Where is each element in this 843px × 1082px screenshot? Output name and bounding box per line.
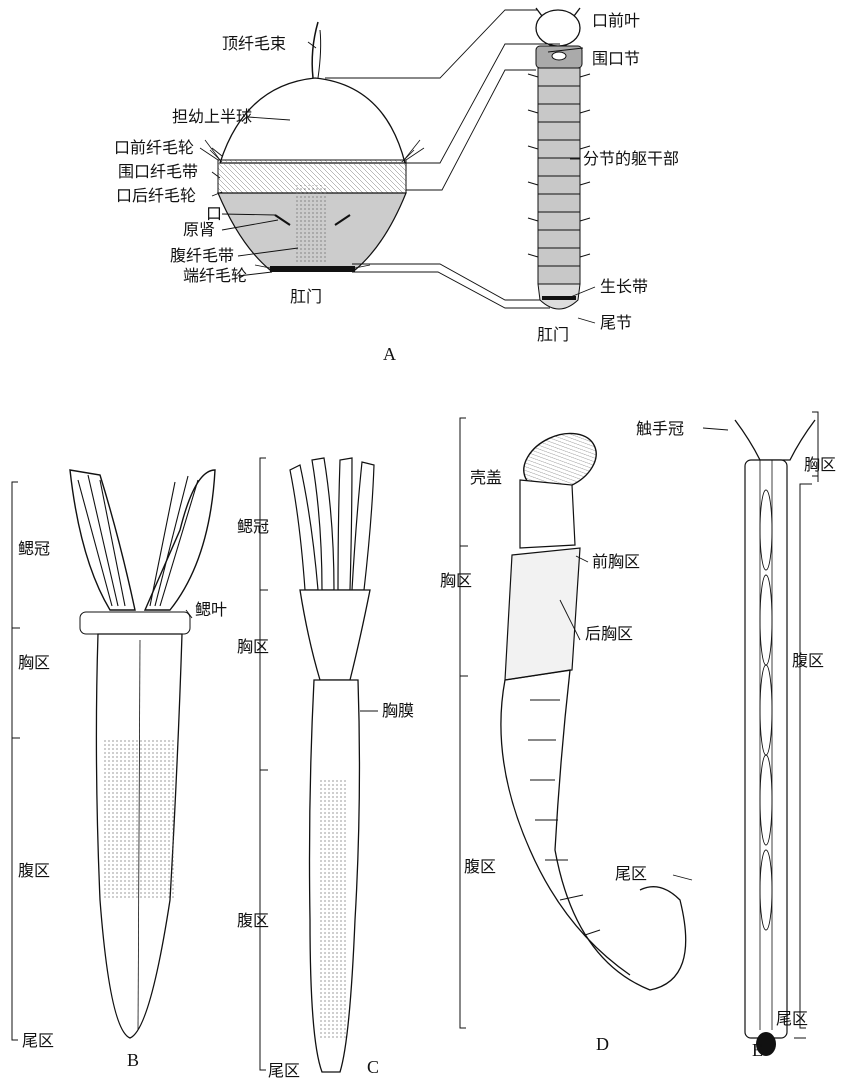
label-metatroch: 口后纤毛轮 [116,187,196,205]
trochophore-larva [200,22,424,272]
label-e-abdomen: 腹区 [792,652,824,670]
panel-letter-c: C [367,1057,379,1078]
label-e-tentacle-crown: 触手冠 [636,420,684,438]
label-c-branchial-crown: 鳃冠 [237,518,269,536]
label-pygidium: 尾节 [600,314,632,332]
label-apical-tuft: 顶纤毛束 [222,35,286,53]
label-perioral-band: 围口纤毛带 [118,163,198,181]
label-b-tail: 尾区 [22,1032,54,1050]
label-d-operculum: 壳盖 [470,469,502,487]
sabellid-worm [70,470,215,1038]
panel-letter-b: B [127,1050,139,1071]
label-d-posterior-thorax: 后胸区 [585,625,633,643]
label-growth-zone: 生长带 [600,278,648,296]
label-e-thorax: 胸区 [804,456,836,474]
label-c-thorax: 胸区 [237,638,269,656]
label-prototroch: 口前纤毛轮 [114,139,194,157]
label-larva-anus: 肛门 [290,288,322,306]
serpulid-worm [290,458,374,1072]
label-d-abdomen: 腹区 [464,858,496,876]
label-trunk: 分节的躯干部 [583,150,679,168]
label-c-thoracic-membrane: 胸膜 [382,702,414,720]
label-d-thorax: 胸区 [440,572,472,590]
label-c-abdomen: 腹区 [237,912,269,930]
bracket-b [12,482,20,1040]
tube-worm [501,422,686,990]
panel-letter-e: E [752,1040,763,1061]
panel-letter-a: A [383,344,396,365]
label-b-gill-lobe: 鳃叶 [195,601,227,619]
label-peristomium: 围口节 [592,50,640,68]
label-d-tail: 尾区 [615,865,647,883]
label-neurotroch: 腹纤毛带 [170,247,234,265]
bracket-d [460,418,468,1028]
label-b-branchial-crown: 鳃冠 [18,540,50,558]
bracket-c [260,458,268,1070]
label-c-tail: 尾区 [268,1062,300,1080]
label-b-thorax: 胸区 [18,654,50,672]
label-protonephridium: 原肾 [183,221,215,239]
segmented-worm [528,8,590,309]
label-b-abdomen: 腹区 [18,862,50,880]
label-e-tail: 尾区 [776,1010,808,1028]
label-prostomium: 口前叶 [592,12,640,30]
label-telotroch: 端纤毛轮 [183,267,247,285]
label-episphere: 担幼上半球 [172,108,252,126]
label-d-anterior-thorax: 前胸区 [592,553,640,571]
label-adult-anus: 肛门 [537,326,569,344]
panel-letter-d: D [596,1034,609,1055]
chaetopterid-worm [735,420,815,1056]
bracket-e [794,412,818,1038]
